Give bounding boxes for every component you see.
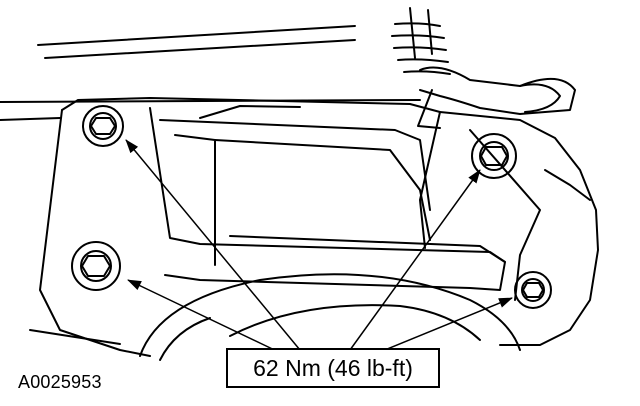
leader-arrow-upper-left (125, 139, 301, 351)
hose (419, 66, 576, 115)
bracket-outline (61, 97, 599, 346)
figure-id: A0025953 (18, 372, 102, 392)
bolt-upper-right (471, 133, 517, 179)
leader-arrow-lower-right (379, 297, 513, 353)
upper-panel-edge-2 (44, 39, 356, 59)
torque-callout-box: 62 Nm (46 lb-ft) (226, 348, 440, 388)
leader-arrow-lower-left (127, 279, 286, 356)
bolt-lower-right (514, 271, 552, 309)
torque-specification: 62 Nm (46 lb-ft) (253, 354, 413, 381)
lower-housing-curve (139, 273, 521, 357)
upper-frame-line (0, 99, 421, 103)
leader-arrow-upper-right (349, 169, 481, 351)
bracket-recess (149, 107, 506, 291)
upper-panel-edge (37, 25, 356, 46)
bolt-lower-left (71, 241, 121, 291)
bolt-upper-left (82, 105, 124, 147)
